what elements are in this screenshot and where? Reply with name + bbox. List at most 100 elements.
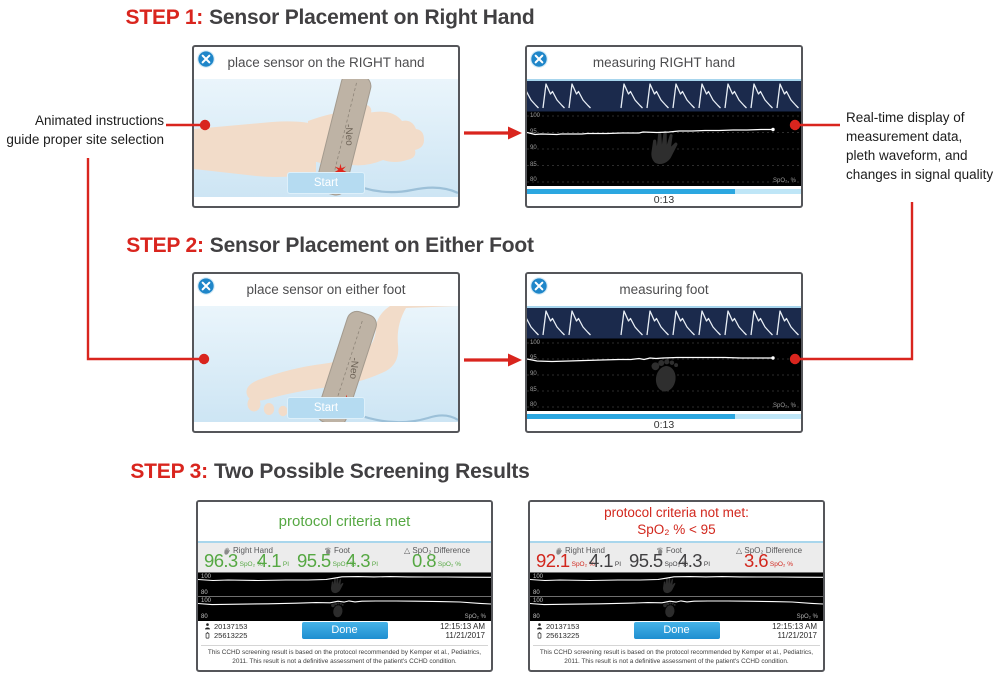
instruction-title: place sensor on either foot — [246, 282, 406, 297]
divider — [527, 306, 801, 308]
measuring-title: measuring foot — [527, 274, 801, 306]
progress-fill — [527, 414, 736, 419]
hand-trend-mini-chart: 100 80 — [530, 572, 823, 597]
instruction-title: place sensor on the RIGHT hand — [227, 55, 425, 70]
screen-result-met: protocol criteria met Right Hand Foot △ … — [196, 500, 493, 672]
step3-title: Two Possible Screening Results — [213, 460, 530, 483]
spo2-trend-line — [527, 128, 773, 136]
done-button[interactable]: Done — [633, 622, 720, 639]
progress-fill — [527, 189, 736, 194]
device-id-row: 25613225 — [204, 631, 247, 640]
foot-watermark-icon — [331, 602, 344, 618]
y-tick: 100 — [201, 574, 212, 580]
y-tick: 90 — [530, 371, 537, 377]
foot-illustration-area: -Neo Start — [194, 306, 458, 427]
result-title-text: protocol criteria met — [278, 513, 411, 530]
start-button[interactable]: Start — [287, 397, 365, 419]
hand-watermark-icon — [651, 130, 678, 165]
measurement-timer: 0:13 — [653, 194, 675, 206]
foot-column-label: Foot — [294, 546, 380, 555]
person-icon — [205, 623, 210, 630]
y-tick: 95 — [530, 129, 537, 135]
foot-watermark-icon — [663, 602, 676, 618]
foot-watermark-icon — [651, 359, 679, 393]
step1-heading: STEP 1:Sensor Placement on Right Hand — [100, 6, 560, 30]
step2-heading: STEP 2:Sensor Placement on Either Foot — [100, 234, 560, 258]
close-icon[interactable] — [197, 277, 215, 295]
hand-illustration-area: -Neo Start — [194, 73, 458, 197]
divider — [201, 645, 488, 646]
y-tick: 100 — [530, 340, 541, 346]
pleth-waveform — [527, 310, 799, 336]
screen-measuring-hand: measuring RIGHT hand 100 95 90 85 80 SpO… — [525, 45, 803, 208]
measurement-progress-bar — [527, 414, 801, 419]
measurement-timer: 0:13 — [653, 419, 675, 431]
y-tick: 95 — [530, 355, 537, 361]
band-label: -Neo — [347, 357, 360, 380]
step1-prefix: STEP 1: — [125, 6, 204, 29]
foot-column-label: Foot — [626, 546, 712, 555]
timestamp: 12:15:13 AM — [772, 622, 817, 631]
sensor-cable — [355, 412, 458, 424]
close-icon[interactable] — [197, 50, 215, 68]
step3-prefix: STEP 3: — [130, 460, 208, 483]
callout-realtime-display: Real-time display of measurement data, p… — [846, 110, 994, 183]
start-button[interactable]: Start — [287, 172, 365, 194]
y-tick: 80 — [201, 590, 208, 596]
y-tick: 80 — [530, 402, 537, 408]
y-tick: 80 — [533, 614, 540, 620]
callout-animated-instructions: Animated instructions guide proper site … — [6, 113, 164, 148]
y-tick: 80 — [533, 590, 540, 596]
pleth-waveform-band — [527, 81, 801, 112]
y-tick: 100 — [533, 574, 544, 580]
hand-watermark-icon — [331, 577, 344, 594]
y-tick: 85 — [530, 162, 537, 168]
y-tick: 100 — [533, 598, 544, 604]
result-title: protocol criteria met — [198, 502, 491, 541]
result-title-line1: protocol criteria not met: — [604, 504, 749, 520]
y-tick: 80 — [201, 614, 208, 620]
y-tick: 100 — [201, 598, 212, 604]
hand-trend-mini-chart: 100 80 — [198, 572, 491, 597]
patient-id-row: 20137153 — [536, 622, 579, 631]
spo2-difference-label: △ SpO₂ Difference — [403, 546, 471, 555]
date: 11/21/2017 — [445, 631, 485, 640]
y-tick: 85 — [530, 387, 537, 393]
close-icon[interactable] — [530, 50, 548, 68]
badge-icon — [537, 632, 542, 639]
band-label: -Neo — [343, 124, 355, 146]
right-hand-column-label: Right Hand — [530, 546, 630, 555]
screen-result-not-met: protocol criteria not met: SpO₂ % < 95 R… — [528, 500, 825, 672]
y-tick: 90 — [530, 145, 537, 151]
screen-measuring-foot: measuring foot 100 95 90 85 80 SpO₂, % — [525, 272, 803, 433]
y-tick: 80 — [530, 177, 537, 183]
disclaimer-text: This CCHD screening result is based on t… — [539, 649, 814, 666]
spo2-unit-label: SpO₂, % — [772, 178, 796, 184]
measurement-progress-bar — [527, 189, 801, 194]
divider — [527, 79, 801, 81]
badge-icon — [205, 632, 210, 639]
step2-prefix: STEP 2: — [126, 234, 204, 257]
right-hand-column-label: Right Hand — [198, 546, 298, 555]
divider — [530, 541, 823, 543]
screen-place-sensor-foot: place sensor on either foot -Neo Start — [192, 272, 460, 433]
device-id-row: 25613225 — [536, 631, 579, 640]
pleth-waveform-band — [527, 308, 801, 339]
foot-trend-mini-chart: 100 80 SpO₂ % — [198, 596, 491, 621]
disclaimer-text: This CCHD screening result is based on t… — [207, 649, 482, 666]
divider — [198, 541, 491, 543]
timestamp: 12:15:13 AM — [440, 622, 485, 631]
step2-title: Sensor Placement on Either Foot — [209, 234, 534, 257]
done-button[interactable]: Done — [301, 622, 388, 639]
close-icon[interactable] — [530, 277, 548, 295]
